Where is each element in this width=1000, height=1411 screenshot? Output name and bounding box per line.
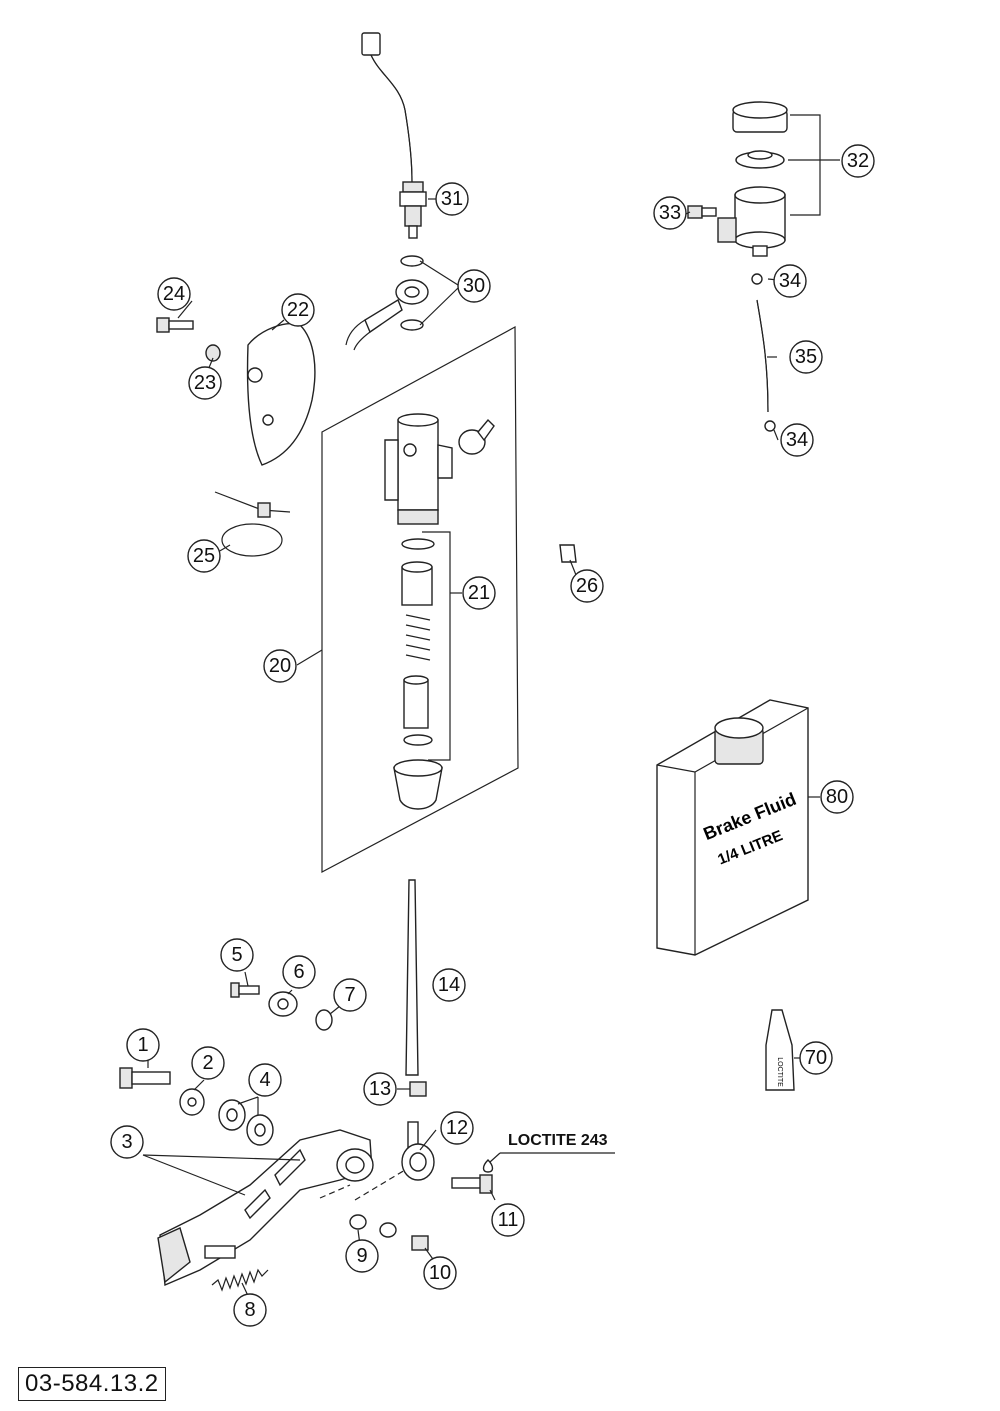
svg-text:5: 5 <box>231 944 242 966</box>
svg-text:6: 6 <box>293 961 304 983</box>
tube-label: LOCTITE <box>776 1057 783 1087</box>
push-rod <box>405 879 427 1097</box>
banjo-fitting <box>345 255 429 351</box>
callout-13: 13 <box>363 1072 397 1106</box>
bracket-32 <box>790 114 821 216</box>
callout-4: 4 <box>248 1063 282 1097</box>
bushing-6 <box>268 991 298 1017</box>
master-cylinder-body <box>384 413 495 525</box>
piston-kit <box>393 538 443 810</box>
svg-text:30: 30 <box>463 275 485 297</box>
callout-25: 25 <box>187 539 221 573</box>
svg-text:21: 21 <box>468 582 490 604</box>
callout-30: 30 <box>457 269 491 303</box>
callout-12: 12 <box>440 1111 474 1145</box>
callout-35: 35 <box>789 340 823 374</box>
clip-26 <box>559 544 577 563</box>
callout-21: 21 <box>462 576 496 610</box>
callout-70: 70 <box>799 1041 833 1075</box>
washer-9 <box>349 1214 397 1238</box>
screw-5 <box>230 982 260 998</box>
svg-text:34: 34 <box>786 429 808 451</box>
svg-text:4: 4 <box>259 1069 270 1091</box>
svg-text:70: 70 <box>805 1047 827 1069</box>
callout-7: 7 <box>333 978 367 1012</box>
callout-14: 14 <box>432 968 466 1002</box>
washer-7 <box>315 1009 333 1031</box>
callout-34-bottom: 34 <box>780 423 814 457</box>
callout-1: 1 <box>126 1028 160 1062</box>
svg-text:3: 3 <box>121 1131 132 1153</box>
svg-text:20: 20 <box>269 655 291 677</box>
callout-9: 9 <box>345 1239 379 1273</box>
callout-33: 33 <box>653 196 687 230</box>
bolt-24 <box>156 317 194 333</box>
nut-10 <box>411 1235 429 1251</box>
callout-6: 6 <box>282 955 316 989</box>
cable-tie <box>214 491 291 557</box>
callout-2: 2 <box>191 1046 225 1080</box>
reference-code: 03-584.13.2 <box>18 1367 166 1401</box>
svg-text:22: 22 <box>287 299 309 321</box>
loctite-drop <box>482 1159 494 1173</box>
callout-22: 22 <box>281 293 315 327</box>
return-spring <box>211 1268 269 1292</box>
svg-text:34: 34 <box>779 270 801 292</box>
callout-31: 31 <box>435 182 469 216</box>
callout-34-top: 34 <box>773 264 807 298</box>
bracket-21 <box>422 531 451 761</box>
clevis <box>401 1121 435 1181</box>
svg-text:26: 26 <box>576 575 598 597</box>
svg-text:8: 8 <box>244 1299 255 1321</box>
svg-text:33: 33 <box>659 202 681 224</box>
callout-23: 23 <box>188 366 222 400</box>
brake-fluid-reservoir <box>687 101 788 432</box>
callout-8: 8 <box>233 1293 267 1327</box>
protective-cover <box>246 323 316 466</box>
svg-text:80: 80 <box>826 786 848 808</box>
svg-text:2: 2 <box>202 1052 213 1074</box>
svg-text:12: 12 <box>446 1117 468 1139</box>
bearing-4 <box>218 1099 274 1146</box>
washer-2 <box>179 1088 205 1116</box>
svg-text:9: 9 <box>356 1245 367 1267</box>
brake-light-switch <box>361 32 427 239</box>
brake-fluid-bottle: Brake Fluid 1/4 LITRE <box>656 699 809 956</box>
svg-text:32: 32 <box>847 150 869 172</box>
svg-text:7: 7 <box>344 984 355 1006</box>
svg-text:35: 35 <box>795 346 817 368</box>
svg-text:31: 31 <box>441 188 463 210</box>
callout-24: 24 <box>157 277 191 311</box>
svg-text:14: 14 <box>438 974 460 996</box>
bolt-11 <box>451 1174 493 1194</box>
callout-80: 80 <box>820 780 854 814</box>
callout-3: 3 <box>110 1125 144 1159</box>
svg-text:24: 24 <box>163 283 185 305</box>
nut-23 <box>205 344 221 362</box>
callout-20: 20 <box>263 649 297 683</box>
brake-pedal <box>157 1129 374 1287</box>
callout-5: 5 <box>220 938 254 972</box>
callout-32: 32 <box>841 144 875 178</box>
callout-26: 26 <box>570 569 604 603</box>
svg-text:11: 11 <box>498 1209 519 1231</box>
callout-11: 11 <box>491 1203 525 1237</box>
callout-10: 10 <box>423 1256 457 1290</box>
svg-text:23: 23 <box>194 372 216 394</box>
svg-text:13: 13 <box>369 1078 391 1100</box>
assembly-frame-20 <box>321 325 519 873</box>
loctite-note: LOCTITE 243 <box>508 1132 608 1149</box>
svg-text:1: 1 <box>137 1034 148 1056</box>
svg-text:25: 25 <box>193 545 215 567</box>
svg-text:10: 10 <box>429 1262 451 1284</box>
pivot-bolt <box>119 1067 171 1089</box>
loctite-tube: LOCTITE <box>765 1009 795 1091</box>
